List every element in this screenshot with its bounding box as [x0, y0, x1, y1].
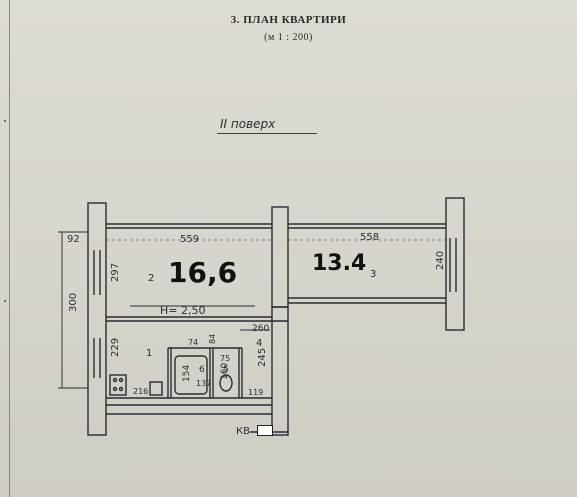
burner	[118, 377, 124, 383]
stove	[109, 374, 127, 396]
binding-margin-line	[9, 0, 10, 497]
dimension-84: 84	[208, 334, 217, 344]
sink	[149, 381, 163, 396]
burner	[112, 386, 118, 392]
binding-hole	[4, 300, 6, 302]
ceiling-height: H= 2,50	[160, 304, 205, 317]
room5-width: 75	[220, 354, 230, 363]
room6-width: 137	[196, 379, 211, 388]
room3-depth: 240	[435, 251, 446, 270]
room2-number: 2	[148, 273, 154, 284]
floor-underline	[217, 133, 317, 134]
document-title: 3. ПЛАН КВАРТИРИ	[230, 14, 347, 26]
lower-column	[271, 306, 289, 436]
burner	[112, 377, 118, 383]
apartment-marker: КВ	[236, 426, 250, 437]
room6-depth: 154	[182, 365, 192, 382]
total-height-dimension: 300	[68, 293, 79, 312]
room3-number: 3	[370, 269, 376, 280]
room1-depth: 229	[110, 338, 121, 357]
bathtub	[174, 355, 208, 395]
room2-depth: 297	[110, 263, 121, 282]
toilet	[219, 374, 233, 392]
room3-width: 558	[360, 232, 379, 243]
room4-width: 260	[252, 324, 269, 334]
room5-depth: 160	[220, 363, 230, 380]
scale-label: (м 1 : 200)	[264, 32, 313, 43]
room6-number: 6	[199, 365, 205, 375]
room2-width: 559	[180, 234, 199, 245]
room3-area: 13.4	[312, 251, 366, 276]
room4-number: 4	[256, 338, 262, 349]
redaction-box	[257, 425, 273, 436]
partition-column	[271, 206, 289, 308]
floor-label: II поверх	[220, 117, 276, 131]
right-wall	[445, 197, 465, 331]
room4-depth: 245	[257, 348, 268, 367]
room5-number: 5	[223, 365, 229, 375]
room1-number: 1	[146, 348, 152, 359]
dimension-216: 216	[133, 387, 148, 396]
dimension-119: 119	[248, 388, 263, 397]
dimension-74: 74	[188, 338, 198, 347]
room2-area: 16,6	[168, 256, 237, 289]
wall-offset-dimension: 92	[67, 234, 80, 245]
binding-hole	[4, 120, 6, 122]
left-wall	[87, 202, 107, 436]
burner	[118, 386, 124, 392]
